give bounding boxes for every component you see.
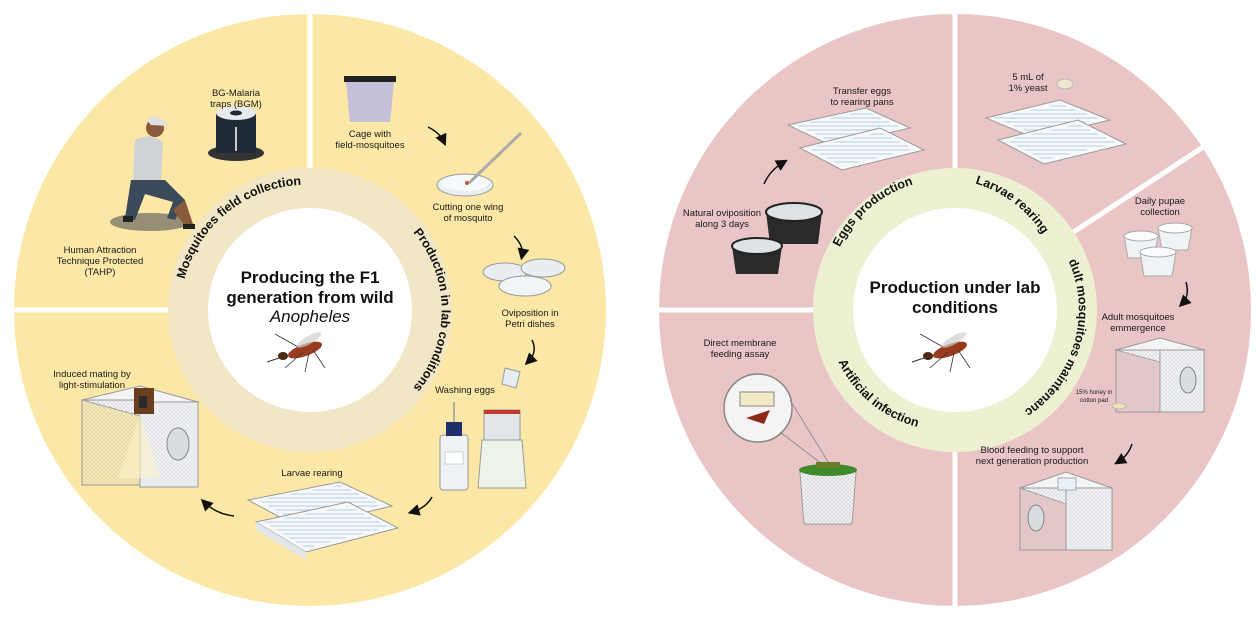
membrane-feeding-icon bbox=[723, 373, 857, 525]
label-tahp-3: (TAHP) bbox=[85, 267, 116, 278]
mosquito-icon-right bbox=[911, 332, 971, 373]
label-blood-2: next generation production bbox=[976, 456, 1089, 467]
label-larvae: Larvae rearing bbox=[281, 468, 342, 479]
label-emergence-1: Adult mosquitoes bbox=[1102, 312, 1175, 323]
label-ovi-2: Petri dishes bbox=[505, 319, 555, 330]
left-wheel: Producing the F1 generation from wild An… bbox=[10, 10, 606, 606]
label-tahp-1: Human Attraction bbox=[64, 245, 137, 256]
label-cage-1: Cage with bbox=[349, 129, 391, 140]
label-cage-2: field-mosquitoes bbox=[335, 140, 404, 151]
label-emergence-2: emmergence bbox=[1110, 323, 1165, 334]
human-collector-icon bbox=[110, 116, 195, 231]
left-center-title-italic: Anopheles bbox=[269, 307, 351, 326]
label-bgm-2: traps (BGM) bbox=[210, 99, 262, 110]
arrow-pupae-to-emergence bbox=[1178, 281, 1192, 308]
larvae-yeast-trays-icon bbox=[984, 78, 1128, 165]
mosquito-icon bbox=[266, 332, 326, 373]
right-center bbox=[853, 208, 1057, 412]
arrow-larvae-to-mating bbox=[200, 498, 235, 517]
label-natural-ovi-2: along 3 days bbox=[695, 219, 749, 230]
label-tahp-2: Technique Protected bbox=[57, 256, 144, 267]
label-yeast-1: 5 mL of bbox=[1012, 72, 1044, 83]
right-center-title-1: Production under lab bbox=[870, 278, 1041, 297]
label-pupae-1: Daily pupae bbox=[1135, 196, 1185, 207]
right-divider-diagonal bbox=[1070, 137, 1216, 236]
left-center-title-1: Producing the F1 bbox=[241, 268, 380, 287]
right-center-title-2: conditions bbox=[912, 298, 998, 317]
left-center-title-2: generation from wild bbox=[226, 288, 393, 307]
label-transfer-1: Transfer eggs bbox=[833, 86, 892, 97]
label-dmfa-2: feeding assay bbox=[711, 349, 770, 360]
label-ovi-1: Oviposition in bbox=[501, 308, 558, 319]
adult-cage-icon bbox=[1111, 337, 1206, 413]
arrow-cage-to-cut bbox=[427, 126, 447, 147]
label-mating-1: Induced mating by bbox=[53, 369, 131, 380]
oviposition-cups-icon bbox=[731, 202, 823, 274]
petri-dishes-icon bbox=[482, 258, 566, 297]
arrow-oviposition-to-transfer bbox=[763, 159, 788, 185]
larvae-trays-icon bbox=[246, 481, 400, 560]
label-honey-1: 15% honey in bbox=[1076, 390, 1112, 396]
label-dmfa-1: Direct membrane bbox=[704, 338, 777, 349]
label-blood-1: Blood feeding to support bbox=[981, 445, 1084, 456]
mosquito-cage-cup-icon bbox=[344, 76, 396, 122]
label-cut-2: of mosquito bbox=[443, 213, 492, 224]
arrow-cut-to-ovi bbox=[513, 235, 530, 261]
wash-bottle-filter-icon bbox=[439, 367, 527, 491]
label-honey-2: cotton pad bbox=[1080, 398, 1108, 404]
arrow-ovi-to-wash bbox=[524, 339, 538, 366]
petri-dish-scissors-icon bbox=[436, 131, 523, 197]
label-mating-2: light-stimulation bbox=[59, 380, 125, 391]
arrow-wash-to-larvae bbox=[407, 496, 433, 516]
arrow-emergence-to-blood bbox=[1114, 443, 1133, 465]
label-natural-ovi-1: Natural oviposition bbox=[683, 208, 761, 219]
blood-feeding-cage-icon bbox=[1018, 471, 1114, 551]
label-yeast-2: 1% yeast bbox=[1008, 83, 1047, 94]
label-bgm-1: BG-Malaria bbox=[212, 88, 261, 99]
label-transfer-2: to rearing pans bbox=[830, 97, 894, 108]
pupae-cups-icon bbox=[1123, 222, 1193, 277]
bg-malaria-trap-icon bbox=[208, 106, 264, 161]
egg-transfer-trays-icon bbox=[786, 107, 926, 171]
label-wash: Washing eggs bbox=[435, 385, 495, 396]
mating-cage-light-icon bbox=[80, 385, 200, 488]
left-center bbox=[208, 208, 412, 412]
label-cut-1: Cutting one wing bbox=[433, 202, 504, 213]
label-pupae-2: collection bbox=[1140, 207, 1180, 218]
